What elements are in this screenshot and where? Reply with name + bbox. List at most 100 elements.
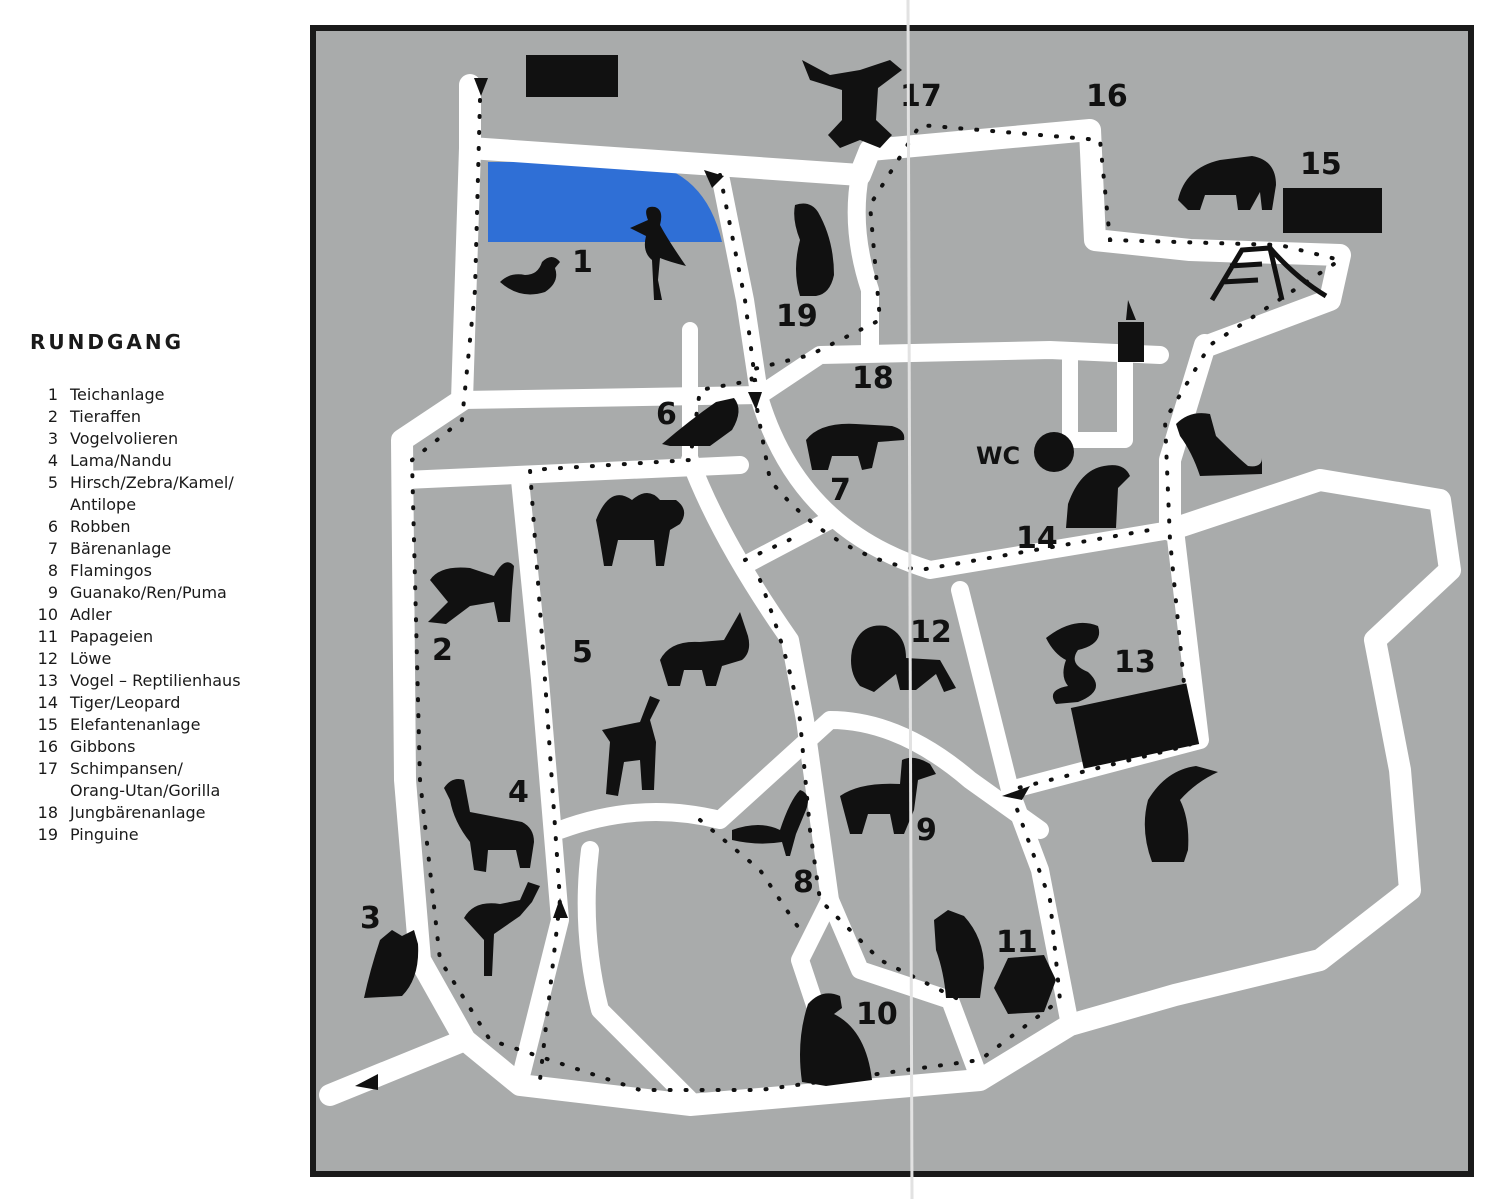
pond (488, 162, 722, 242)
animal-silhouettes (364, 60, 1328, 1086)
legend-item-label: Lama/Nandu (70, 451, 172, 470)
map-marker-12: 12 (910, 615, 952, 650)
camel-icon (596, 493, 685, 566)
legend-item-number: 17 (37, 759, 58, 778)
legend-item-6: 6 Robben (30, 516, 310, 538)
legend-item-number: 6 (47, 517, 58, 536)
chimpanzee-icon (802, 60, 902, 148)
mouse-icon (1176, 413, 1262, 476)
path-segment (1062, 352, 1133, 448)
legend-item-number: 4 (47, 451, 58, 470)
legend-item-16: 16 Gibbons (30, 736, 310, 758)
legend-item-label: Löwe (70, 649, 112, 668)
direction-arrow-icon (748, 392, 762, 410)
legend-item-4: 4 Lama/Nandu (30, 450, 310, 472)
legend-item-number: 3 (47, 429, 58, 448)
legend-item-number: 11 (37, 627, 58, 646)
walking-paths (319, 74, 1461, 1116)
path-segment (459, 74, 1351, 356)
direction-arrow-icon (474, 78, 488, 96)
elephant-house (1283, 188, 1382, 233)
map-marker-15: 15 (1300, 147, 1342, 182)
path-segment (453, 341, 1169, 409)
stork-icon (630, 206, 686, 300)
map-marker-9: 9 (916, 813, 937, 848)
wc-label: WC (976, 442, 1020, 470)
llama-icon (444, 779, 534, 872)
bear-icon (806, 423, 905, 470)
toucan-icon (1144, 766, 1218, 862)
map-marker-3: 3 (360, 901, 381, 936)
path-segment (551, 711, 1049, 839)
map-marker-5: 5 (572, 635, 593, 670)
path-segment (711, 166, 1179, 579)
legend-item-label: Gibbons (70, 737, 136, 756)
parrot-house (994, 955, 1056, 1014)
reptile-house (1070, 683, 1200, 769)
legend-item-label: Adler (70, 605, 112, 624)
legend-item-number: 5 (47, 473, 58, 492)
map-marker-16: 16 (1086, 79, 1128, 114)
entrance-building (526, 55, 618, 97)
map-marker-11: 11 (996, 925, 1038, 960)
legend-item-label: Schimpansen/ Orang-Utan/Gorilla (70, 759, 221, 800)
legend-item-label: Robben (70, 517, 131, 536)
monkey-icon (428, 562, 514, 624)
legend-item-17: 17 Schimpansen/ Orang-Utan/Gorilla (30, 758, 310, 802)
map-marker-1: 1 (572, 245, 593, 280)
map-marker-10: 10 (856, 997, 898, 1032)
map-marker-2: 2 (432, 633, 453, 668)
snake-icon (1046, 622, 1100, 704)
legend-item-label: Tieraffen (70, 407, 141, 426)
parrot-icon (934, 910, 984, 998)
legend-item-number: 14 (37, 693, 58, 712)
legend-item-2: 2 Tieraffen (30, 406, 310, 428)
path-segment (736, 511, 839, 574)
legend-item-label: Guanako/Ren/Puma (70, 583, 227, 602)
map-marker-8: 8 (793, 865, 814, 900)
kiosk-icon (1118, 300, 1144, 362)
direction-arrow-icon (553, 898, 568, 918)
legend-item-label: Vogel – Reptilienhaus (70, 671, 241, 690)
path-segment (577, 841, 699, 1109)
legend-item-number: 19 (37, 825, 58, 844)
tour-route (527, 173, 758, 1082)
direction-arrow-icon (1002, 786, 1030, 800)
path-segment (454, 334, 1461, 1116)
legend-item-label: Tiger/Leopard (70, 693, 181, 712)
path-segment (681, 451, 989, 1089)
tour-route (698, 818, 802, 932)
tiger-icon (1066, 465, 1130, 528)
legend-item-number: 2 (47, 407, 58, 426)
legend-item-13: 13 Vogel – Reptilienhaus (30, 670, 310, 692)
map-marker-18: 18 (852, 361, 894, 396)
legend-item-number: 7 (47, 539, 58, 558)
map-marker-4: 4 (508, 775, 529, 810)
direction-arrow-icon (355, 1074, 378, 1090)
path-segment (847, 166, 879, 359)
legend-item-14: 14 Tiger/Leopard (30, 692, 310, 714)
legend-item-label: Pinguine (70, 825, 139, 844)
lion-icon (851, 625, 956, 692)
legend-item-label: Jungbärenanlage (70, 803, 206, 822)
legend-item-10: 10 Adler (30, 604, 310, 626)
legend-item-number: 13 (37, 671, 58, 690)
path-segment (511, 471, 569, 1089)
legend-item-label: Papageien (70, 627, 154, 646)
page-fold (906, 0, 914, 1199)
map-marker-13: 13 (1114, 645, 1156, 680)
legend-item-label: Hirsch/Zebra/Kamel/ Antilope (70, 473, 234, 514)
playground-slide-icon (1209, 245, 1328, 302)
map-marker-7: 7 (830, 473, 851, 508)
legend-item-number: 16 (37, 737, 58, 756)
legend-item-number: 10 (37, 605, 58, 624)
